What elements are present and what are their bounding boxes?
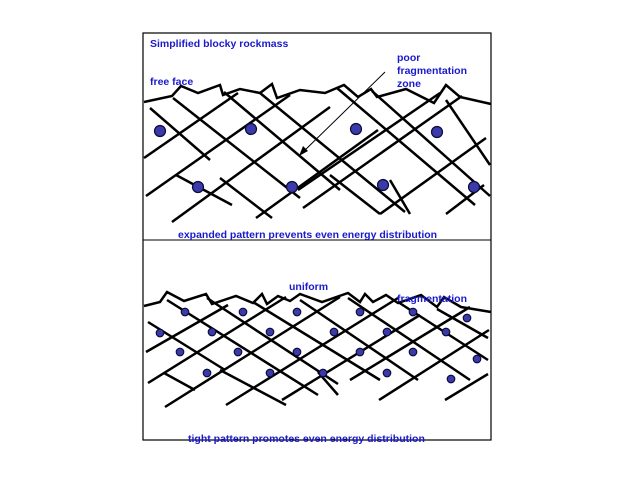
bottom-blast-holes xyxy=(155,307,482,384)
bottom-panel-caption: tight pattern promotes even energy distr… xyxy=(188,433,425,445)
blast-hole xyxy=(408,307,418,317)
blast-hole xyxy=(430,125,444,139)
blast-hole xyxy=(153,124,167,138)
blast-hole xyxy=(175,347,185,357)
blast-hole xyxy=(238,307,248,317)
blast-hole xyxy=(382,368,392,378)
top-bench-surface xyxy=(143,81,492,106)
top-joint-set-b xyxy=(143,91,487,224)
blast-hole xyxy=(376,178,390,192)
blast-hole xyxy=(467,180,481,194)
blast-hole xyxy=(355,347,365,357)
bottom-joint-set-b xyxy=(145,295,490,409)
blast-hole xyxy=(244,122,258,136)
blast-hole xyxy=(285,180,299,194)
uniform-label: uniform xyxy=(289,281,328,293)
panel-frame xyxy=(142,32,492,441)
bottom-panel: uniform fragmentation tight pattern prom… xyxy=(143,281,492,445)
blast-hole xyxy=(292,307,302,317)
blast-hole xyxy=(446,374,456,384)
blast-hole xyxy=(191,180,205,194)
free-face-label: free face xyxy=(150,76,193,88)
blast-hole xyxy=(265,327,275,337)
blast-hole xyxy=(202,368,212,378)
fragmentation-label: fragmentation xyxy=(397,293,467,305)
top-panel: Simplified blocky rockmass free face poo… xyxy=(143,38,492,241)
bottom-bench-surface xyxy=(143,290,492,314)
blast-hole xyxy=(462,313,472,323)
blast-hole xyxy=(408,347,418,357)
top-panel-caption: expanded pattern prevents even energy di… xyxy=(178,229,437,241)
blast-hole xyxy=(233,347,243,357)
blast-hole xyxy=(292,347,302,357)
poor-zone-label-line-1: poor xyxy=(397,52,420,64)
blast-hole xyxy=(155,328,165,338)
blast-hole xyxy=(382,327,392,337)
poor-zone-label-line-2: fragmentation xyxy=(397,65,467,77)
bottom-joint-set-a xyxy=(147,296,489,407)
top-panel-title: Simplified blocky rockmass xyxy=(150,38,288,50)
blast-hole xyxy=(472,354,482,364)
blast-hole xyxy=(207,327,217,337)
top-joint-set-a xyxy=(149,87,492,219)
blast-hole xyxy=(180,307,190,317)
blast-hole xyxy=(441,327,451,337)
blast-hole xyxy=(265,368,275,378)
blast-hole xyxy=(355,307,365,317)
poor-zone-label-line-3: zone xyxy=(397,78,421,90)
blast-hole xyxy=(318,368,328,378)
poor-zone-arrow xyxy=(299,71,386,156)
blast-hole xyxy=(349,122,363,136)
top-blast-holes xyxy=(153,122,481,194)
blast-hole xyxy=(329,327,339,337)
